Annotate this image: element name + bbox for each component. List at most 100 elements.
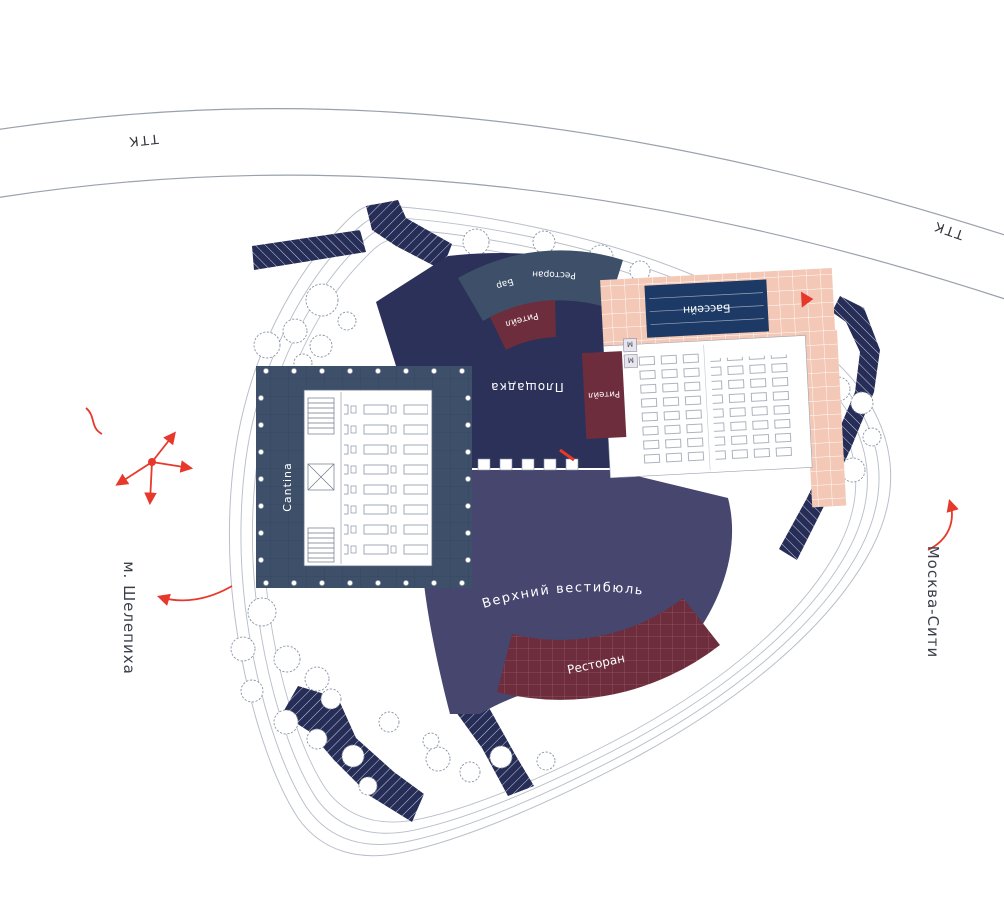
moscow-city-label: Москва-Сити xyxy=(924,546,942,659)
upper-arc: Бар Ресторан Ритейл xyxy=(458,250,623,350)
path-top-entry xyxy=(366,200,452,270)
tree-icon xyxy=(247,597,277,627)
pool-label: Бассейн xyxy=(683,301,731,316)
path-right xyxy=(779,296,880,560)
tables-area xyxy=(344,396,428,564)
retail-arc-band xyxy=(490,300,556,350)
seam-kiosk xyxy=(543,458,557,471)
column-dot xyxy=(258,557,264,563)
column-dot xyxy=(465,476,471,482)
tree-icon xyxy=(341,744,365,768)
elevator-icon xyxy=(307,463,335,491)
metro-label: м. Шелепиха xyxy=(120,561,138,675)
door-marker-red xyxy=(559,448,575,462)
lift-a xyxy=(622,338,638,353)
tree-icon xyxy=(337,311,357,331)
stairs-icon-2 xyxy=(307,527,335,563)
path-top-left xyxy=(252,230,366,270)
annotations xyxy=(85,407,959,606)
column-dot xyxy=(465,422,471,428)
column-dot xyxy=(291,580,297,586)
tree-icon xyxy=(425,746,451,772)
tree-icon xyxy=(862,427,882,447)
terrace-deck-right-grid xyxy=(803,329,847,508)
column-dot xyxy=(403,580,409,586)
lift-b xyxy=(623,353,639,369)
column-dot xyxy=(258,422,264,428)
column-dot xyxy=(465,503,471,509)
column-dot xyxy=(319,580,325,586)
tree-icon xyxy=(273,645,301,673)
tree-icon xyxy=(304,666,330,692)
tree-icon xyxy=(459,761,481,783)
column-dot xyxy=(431,580,437,586)
road-lower-line xyxy=(0,174,1004,300)
loungers-a xyxy=(638,352,706,469)
column-dot xyxy=(465,395,471,401)
compass-arrow-s xyxy=(144,461,157,506)
compass-north-squiggle xyxy=(85,407,103,435)
elevator-cross xyxy=(307,463,335,491)
restaurant-lower-grid xyxy=(497,598,720,700)
ttk-left-label: ТТК xyxy=(127,130,161,148)
loungers-b xyxy=(710,354,798,465)
tree-icon xyxy=(253,331,281,359)
column-dot xyxy=(291,368,297,374)
column-dot xyxy=(258,449,264,455)
stairs-icon xyxy=(307,397,335,435)
tree-icon xyxy=(230,636,256,662)
bar-label: Бар xyxy=(495,276,515,291)
tree-icon xyxy=(306,728,328,750)
column-dot xyxy=(263,368,269,374)
tree-icon xyxy=(532,230,556,254)
seam-kiosk xyxy=(565,458,579,471)
tree-icon xyxy=(378,711,400,733)
column-dot xyxy=(465,557,471,563)
column-dot xyxy=(258,530,264,536)
column-dot xyxy=(347,368,353,374)
column-dot xyxy=(347,580,353,586)
compass-arrow-sw xyxy=(115,461,153,486)
tree-icon xyxy=(305,283,339,317)
stairs-treads-2 xyxy=(308,532,334,559)
column-dot xyxy=(319,368,325,374)
lift-b-label: М xyxy=(628,355,634,363)
tree-icon xyxy=(273,709,299,735)
tree-icon xyxy=(850,391,874,415)
column-dot xyxy=(258,476,264,482)
column-dot xyxy=(263,580,269,586)
tree-icon xyxy=(536,751,556,771)
tree-icon xyxy=(462,228,490,256)
tree-icon xyxy=(240,679,264,703)
column-dot xyxy=(375,368,381,374)
stairs-treads xyxy=(308,402,334,429)
arrow-metro-icon xyxy=(156,585,233,606)
restaurant-upper-label: Ресторан xyxy=(532,268,576,280)
pool-lanes xyxy=(649,292,765,325)
upper-arc-band xyxy=(458,250,623,321)
column-dot xyxy=(403,368,409,374)
tree-icon xyxy=(489,745,513,769)
arrow-city-icon xyxy=(927,498,959,551)
restaurant-lower: Ресторан xyxy=(497,598,720,700)
retail-block-label: Ритейл xyxy=(588,388,620,400)
seam-kiosk xyxy=(499,458,513,471)
tree-icon xyxy=(422,732,440,750)
column-dot xyxy=(459,368,465,374)
column-dot xyxy=(459,580,465,586)
cantina-label: Cantina xyxy=(281,462,294,511)
column-dot xyxy=(258,503,264,509)
tree-icon xyxy=(309,334,333,358)
seam-kiosk xyxy=(521,458,535,471)
tree-icon xyxy=(840,457,866,483)
terrace-divider xyxy=(703,344,711,471)
floorplan-cores xyxy=(307,392,342,564)
plaza-label: Площадка xyxy=(490,380,564,394)
north-arrow-icon xyxy=(85,407,194,506)
tree-icon xyxy=(282,318,308,344)
retail-block xyxy=(581,351,627,440)
building-cantina: Cantina xyxy=(256,366,472,588)
compass-arrow-e xyxy=(151,460,194,473)
